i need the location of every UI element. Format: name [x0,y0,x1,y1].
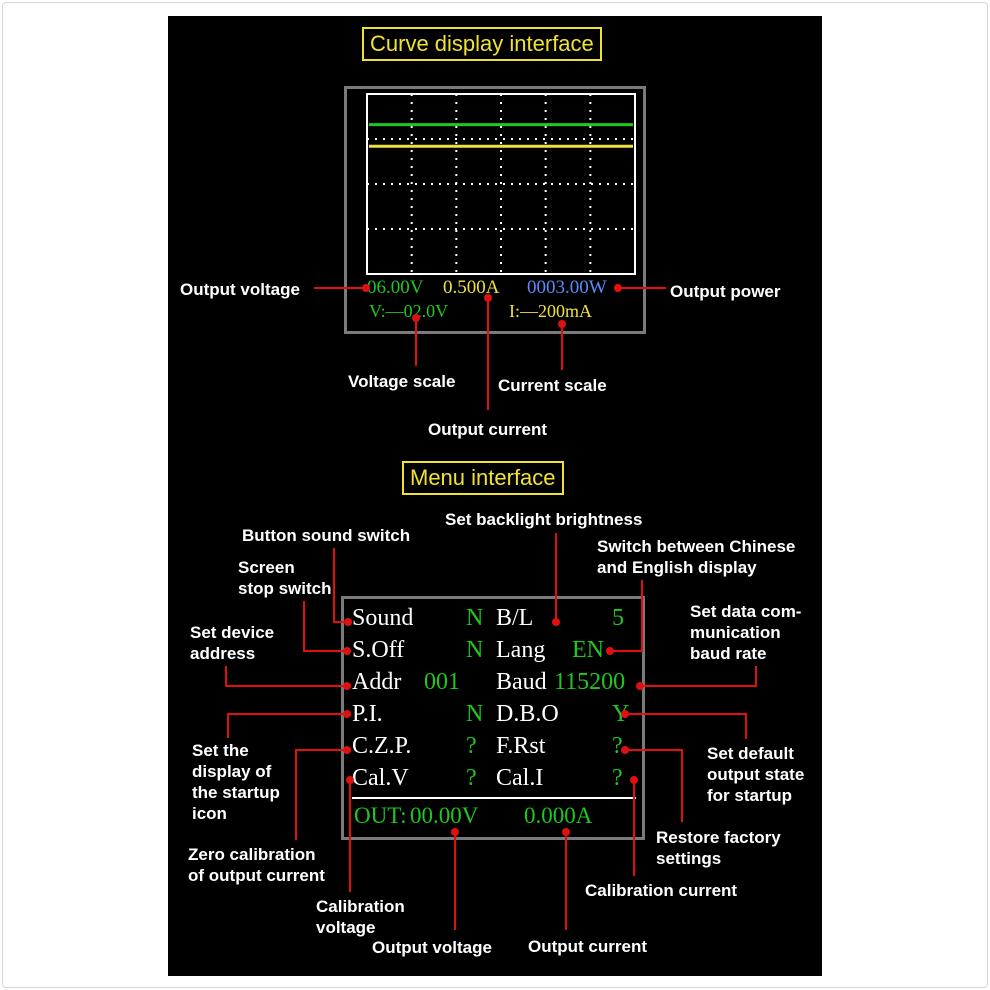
voltage-scale-readout: V:—02.0V [369,301,449,321]
label-default-line2: output state [707,765,805,784]
menu-item-value: ? [612,765,623,791]
label-startup-line1: Set the [192,741,249,760]
label-lang-line1: Switch between Chinese [597,537,796,556]
label-calv-line1: Calibration [316,897,405,916]
menu-out-voltage: 00.00V [410,803,479,828]
label-button-sound: Button sound switch [242,526,411,545]
label-startup-line3: the startup [192,783,280,802]
menu-item-label: Baud [496,669,547,695]
label-menu-output-current: Output current [528,937,647,956]
curve-section-title: Curve display interface [362,27,602,61]
menu-item-label: Cal.V [352,765,409,791]
menu-item-label: B/L [496,605,534,631]
curve-lcd-screen: 06.00V 0.500A 0003.00W V:—02.0V I:—200mA [344,86,646,334]
menu-item-value: EN [572,637,604,663]
menu-out-current: 0.000A [524,803,593,828]
menu-item-value: 5 [612,605,624,631]
label-screen-line2: stop switch [238,579,332,598]
label-startup-line2: display of [192,762,272,781]
label-menu-output-voltage: Output voltage [372,938,492,957]
label-baud-line1: Set data com- [690,602,802,621]
label-startup-line4: icon [192,804,227,823]
menu-out-label: OUT: [354,803,407,828]
menu-item-value: Y [612,701,630,727]
menu-item-value: N [466,637,484,663]
label-restore-line2: settings [656,849,722,868]
menu-item-label: Sound [352,605,414,631]
label-addr-line2: address [190,644,256,663]
label-lang-line2: and English display [597,558,757,577]
label-addr-line1: Set device [190,623,275,642]
label-output-power: Output power [670,282,781,301]
menu-item-label: Lang [496,637,546,663]
curve-power-readout: 0003.00W [527,277,607,298]
label-baud-line2: munication [690,623,781,642]
curve-voltage-readout: 06.00V [367,277,424,298]
label-output-voltage: Output voltage [180,280,300,299]
label-current-scale: Current scale [498,376,607,395]
label-calibration-current: Calibration current [585,881,738,900]
label-output-current: Output current [428,420,547,439]
menu-item-value: 001 [424,669,460,695]
menu-item-value: N [466,701,484,727]
label-screen-line1: Screen [238,558,295,577]
menu-item-value: ? [466,765,477,791]
menu-item-value: ? [466,733,477,759]
menu-item-label: F.Rst [496,733,546,759]
label-default-line1: Set default [707,744,794,763]
label-zero-line1: Zero calibration [188,845,316,864]
label-zero-line2: of output current [188,866,325,885]
menu-item-label: Addr [352,669,402,695]
menu-item-value: 115200 [554,669,626,695]
label-restore-line1: Restore factory [656,828,781,847]
menu-item-value: ? [612,733,623,759]
menu-item-label: P.I. [352,701,383,727]
label-calv-line2: voltage [316,918,376,937]
curve-plot [366,93,636,275]
plot-grid [367,94,635,274]
menu-item-label: Cal.I [496,765,544,791]
label-default-line3: for startup [707,786,792,805]
menu-item-label: S.Off [352,637,405,663]
menu-divider [352,797,636,799]
menu-section-title: Menu interface [402,461,564,495]
label-baud-line3: baud rate [690,644,767,663]
current-scale-readout: I:—200mA [509,301,592,321]
label-voltage-scale: Voltage scale [348,372,456,391]
menu-item-label: C.Z.P. [352,733,412,759]
curve-current-readout: 0.500A [443,277,500,298]
menu-item-value: N [466,605,484,631]
menu-item-label: D.B.O [496,701,559,727]
label-backlight: Set backlight brightness [445,510,643,529]
